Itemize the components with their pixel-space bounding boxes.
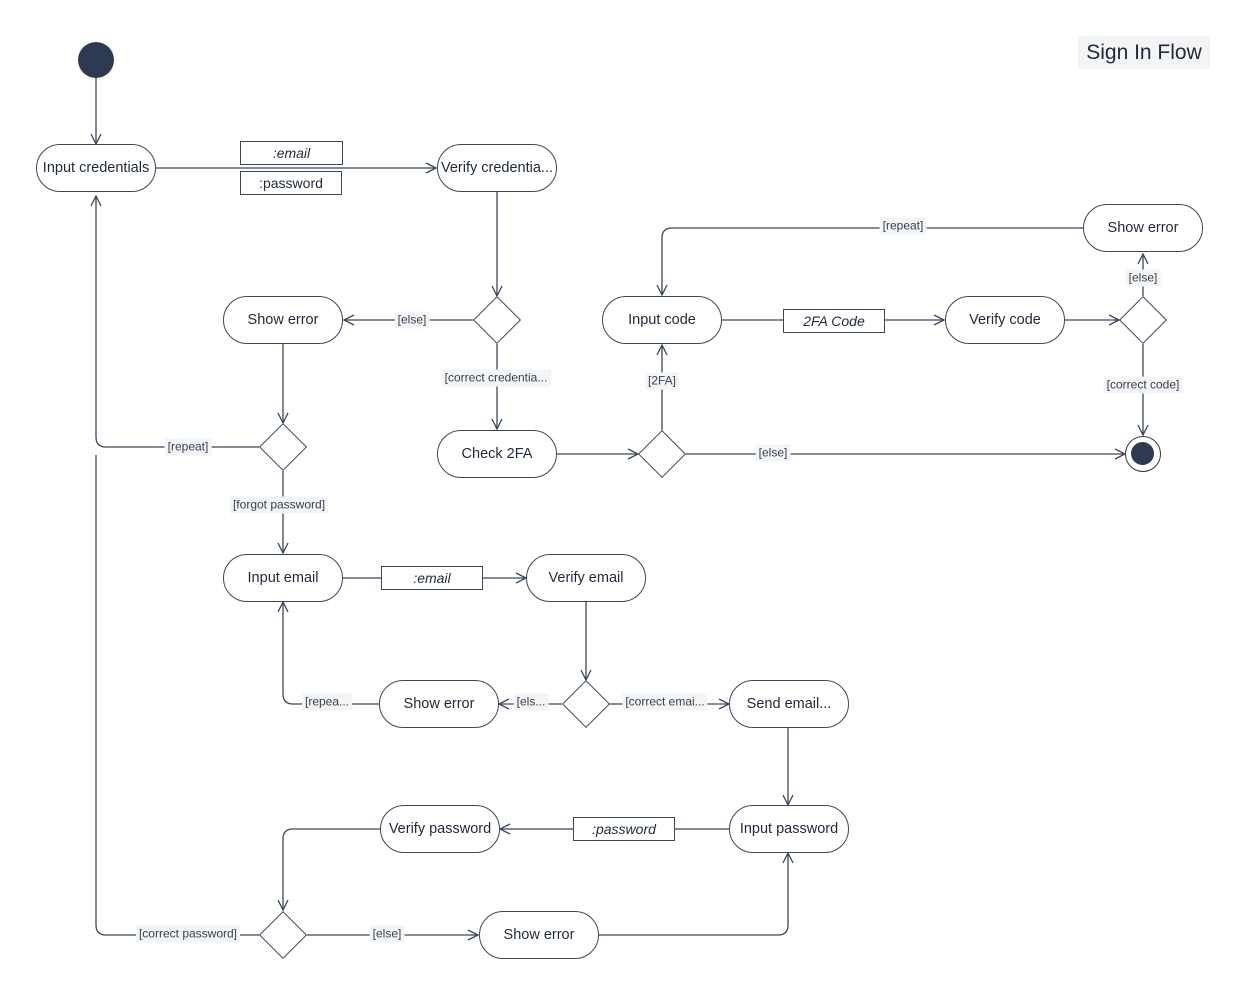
- guard-2fa: [2FA]: [644, 372, 680, 390]
- pin-password-reset[interactable]: :password: [573, 817, 675, 841]
- action-verify-credentials[interactable]: Verify credentia...: [437, 144, 557, 192]
- action-verify-code[interactable]: Verify code: [945, 296, 1065, 344]
- edge-decision2-repeat: [96, 196, 259, 448]
- action-show-error-email[interactable]: Show error: [379, 680, 499, 728]
- action-verify-email[interactable]: Verify email: [526, 554, 646, 602]
- edge-show-error-repeat-to-input-code: [662, 227, 1083, 295]
- final-node: [1125, 436, 1161, 472]
- action-input-credentials[interactable]: Input credentials: [36, 144, 156, 192]
- edge-verify-password-to-decision6: [283, 828, 380, 910]
- edge-show-error-to-input-password: [598, 853, 788, 936]
- edge-decision6-correct-to-input-credentials: [95, 455, 259, 936]
- action-input-email[interactable]: Input email: [223, 554, 343, 602]
- guard-repeat-credentials: [repeat]: [164, 438, 212, 456]
- edge-show-error-repeat-to-input-email: [283, 602, 379, 705]
- pin-email-credentials[interactable]: :email: [240, 141, 343, 165]
- guard-else-code: [else]: [1125, 269, 1161, 287]
- pin-email-reset[interactable]: :email: [381, 566, 483, 590]
- guard-correct-email: [correct emai...: [622, 693, 708, 711]
- action-show-error-credentials[interactable]: Show error: [223, 296, 343, 344]
- guard-else-email: [els...: [513, 693, 549, 711]
- guard-forgot-password: [forgot password]: [229, 496, 329, 514]
- pin-password-credentials[interactable]: :password: [240, 171, 342, 195]
- action-input-password[interactable]: Input password: [729, 805, 849, 853]
- action-show-error-password[interactable]: Show error: [479, 911, 599, 959]
- guard-correct-credentials: [correct credentia...: [441, 369, 551, 387]
- action-show-error-code[interactable]: Show error: [1083, 204, 1203, 252]
- guard-repeat-code: [repeat]: [879, 217, 927, 235]
- pin-2fa-code[interactable]: 2FA Code: [783, 309, 885, 333]
- guard-correct-code: [correct code]: [1103, 376, 1183, 394]
- action-input-code[interactable]: Input code: [602, 296, 722, 344]
- guard-correct-password: [correct password]: [135, 925, 241, 943]
- initial-node: [78, 42, 114, 78]
- action-verify-password[interactable]: Verify password: [380, 805, 500, 853]
- action-check-2fa[interactable]: Check 2FA: [437, 430, 557, 478]
- diagram-title: Sign In Flow: [1078, 36, 1210, 69]
- final-node-dot: [1131, 442, 1154, 465]
- guard-else-credentials: [else]: [394, 311, 430, 329]
- guard-repeat-email: [repea...: [301, 693, 353, 711]
- guard-else-password: [else]: [369, 925, 405, 943]
- action-send-email[interactable]: Send email...: [729, 680, 849, 728]
- guard-else-2fa: [else]: [755, 444, 791, 462]
